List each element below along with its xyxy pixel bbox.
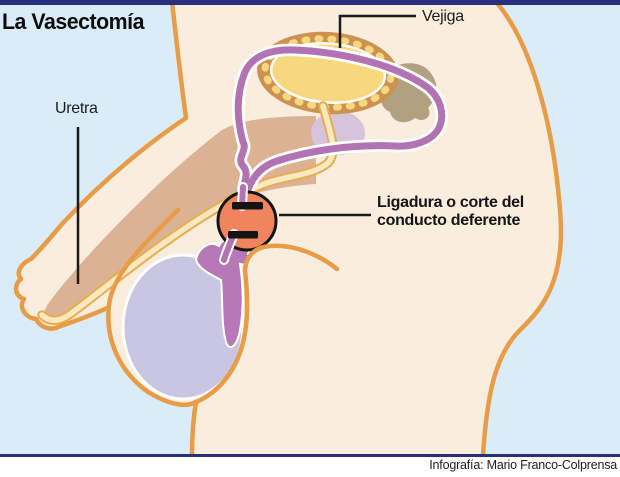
cut-end-upper — [232, 202, 263, 210]
top-rule — [0, 0, 620, 5]
bottom-rule — [0, 454, 620, 457]
abdomen-penis-outline — [13, 0, 189, 331]
label-ligation: Ligadura o corte del conducto deferente — [377, 194, 524, 230]
perineum-line — [189, 399, 199, 455]
vas-deferens — [232, 43, 448, 203]
label-urethra: Uretra — [55, 100, 98, 117]
cut-end-lower — [228, 231, 258, 239]
page-title: La Vasectomía — [2, 9, 144, 34]
vejiga-pointer-line — [338, 14, 416, 48]
label-bladder: Vejiga — [422, 8, 464, 25]
scrotum-outline — [106, 207, 340, 407]
credit-line: Infografía: Mario Franco-Colprensa — [429, 458, 617, 472]
urethra-tube — [37, 101, 338, 325]
testicle — [121, 253, 245, 401]
anatomy-diagram — [0, 0, 620, 455]
buttock-outline — [480, 0, 564, 455]
